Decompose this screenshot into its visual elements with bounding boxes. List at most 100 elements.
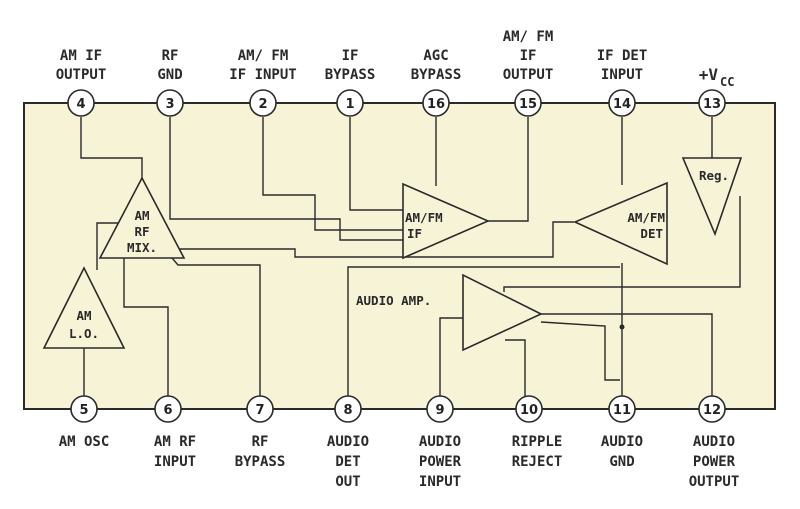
rf-mix-line3: MIX. <box>127 240 157 255</box>
svg-text:5: 5 <box>79 403 88 418</box>
reg-label: Reg. <box>699 168 729 183</box>
pin-8-label-2: DET <box>335 454 360 470</box>
wire-det-agc <box>170 221 574 258</box>
pin-16-label-2: BYPASS <box>411 67 462 83</box>
pin-1-label-1: IF <box>342 48 359 64</box>
wire-reg-amp <box>503 196 741 292</box>
pin-3: 3 RF GND <box>156 48 184 117</box>
pin-7: 7 RF BYPASS <box>235 395 286 470</box>
top-pins: 4 AM IF OUTPUT 3 RF GND 2 AM/ FM IF INPU… <box>56 29 734 117</box>
pin-7-label-2: BYPASS <box>235 454 286 470</box>
pin-9-label-3: INPUT <box>419 474 461 490</box>
rf-mix-line1: AM <box>134 208 149 223</box>
block-audio-amp: AUDIO AMP. <box>356 273 543 352</box>
lo-line2: L.O. <box>69 326 99 341</box>
pin-3-label-1: RF <box>162 48 179 64</box>
pin-11-label-1: AUDIO <box>601 434 643 450</box>
pin-6-label-1: AM RF <box>154 434 196 450</box>
wire-pin10 <box>505 339 526 409</box>
pin-14-label-1: IF DET <box>597 48 648 64</box>
pin-15-label-1: AM/ FM <box>503 29 554 45</box>
wire-pin3-rfgnd <box>169 117 405 241</box>
wires <box>80 117 741 409</box>
block-regulator: Reg. <box>681 157 743 237</box>
pin-9-label-1: AUDIO <box>419 434 461 450</box>
svg-text:9: 9 <box>435 403 444 418</box>
pin-14-label-2: INPUT <box>601 67 643 83</box>
wire-amp-fb <box>540 321 620 381</box>
svg-text:2: 2 <box>258 97 267 112</box>
wire-det-pin8 <box>347 266 620 409</box>
svg-text:1: 1 <box>345 97 354 112</box>
pin-8-label-3: OUT <box>335 474 360 490</box>
pin-4-label-1: AM IF <box>60 48 102 64</box>
pin-11-label-2: GND <box>609 454 634 470</box>
pin-4: 4 AM IF OUTPUT <box>56 48 107 117</box>
pin-13: 13 +V CC <box>698 65 734 117</box>
pin-9-label-2: POWER <box>419 454 462 470</box>
wire-pin4-rfmix <box>80 117 143 178</box>
pin-5-label-1: AM OSC <box>59 434 110 450</box>
block-if-amp: AM/FM IF <box>402 182 491 260</box>
pin-12: 12 AUDIO POWER OUTPUT <box>689 395 740 490</box>
pin-5: 5 AM OSC <box>59 395 110 450</box>
if-amp-line1: AM/FM <box>405 210 443 225</box>
pin-3-label-2: GND <box>157 67 182 83</box>
pin-2-label-2: IF INPUT <box>229 67 296 83</box>
pin-15-label-3: OUTPUT <box>503 67 554 83</box>
svg-text:12: 12 <box>703 403 721 418</box>
if-amp-line2: IF <box>407 226 422 241</box>
wire-pin1-ifbypass <box>349 117 405 211</box>
wire-amp-pin12 <box>541 313 713 409</box>
block-det: AM/FM DET <box>573 181 668 266</box>
svg-text:11: 11 <box>613 403 631 418</box>
pin-4-label-2: OUTPUT <box>56 67 107 83</box>
rf-mix-line2: RF <box>134 224 149 239</box>
wire-mix-pin7 <box>171 257 261 409</box>
svg-text:13: 13 <box>703 97 721 112</box>
svg-text:8: 8 <box>343 403 352 418</box>
pin-6: 6 AM RF INPUT <box>154 395 196 470</box>
wire-mix-lo <box>96 222 118 270</box>
pin-2: 2 AM/ FM IF INPUT <box>229 48 297 117</box>
pin-12-label-3: OUTPUT <box>689 474 740 490</box>
audio-amp-label: AUDIO AMP. <box>356 293 431 308</box>
svg-text:10: 10 <box>520 403 538 418</box>
pin-10-label-1: RIPPLE <box>512 434 563 450</box>
pin-12-label-1: AUDIO <box>693 434 735 450</box>
pin-14: 14 IF DET INPUT <box>597 48 648 117</box>
pin-15: 15 AM/ FM IF OUTPUT <box>503 29 554 117</box>
pin-10: 10 RIPPLE REJECT <box>512 395 563 470</box>
svg-text:15: 15 <box>519 97 537 112</box>
svg-text:14: 14 <box>613 97 631 112</box>
det-line1: AM/FM <box>627 210 665 225</box>
pin-12-label-2: POWER <box>693 454 736 470</box>
pin-9: 9 AUDIO POWER INPUT <box>419 395 462 490</box>
det-line2: DET <box>640 226 663 241</box>
pin-13-label-2: CC <box>720 75 734 89</box>
pin-6-label-2: INPUT <box>154 454 196 470</box>
block-am-lo: AM L.O. <box>42 266 126 349</box>
svg-text:16: 16 <box>427 97 445 112</box>
pin-2-label-1: AM/ FM <box>238 48 289 64</box>
pin-11: 11 AUDIO GND <box>601 395 643 470</box>
svg-text:6: 6 <box>163 403 172 418</box>
pin-10-label-2: REJECT <box>512 454 563 470</box>
svg-text:3: 3 <box>165 97 174 112</box>
junction-dot <box>619 324 625 330</box>
svg-text:4: 4 <box>76 97 85 112</box>
svg-text:7: 7 <box>255 403 264 418</box>
bottom-pins: 5 AM OSC 6 AM RF INPUT 7 RF BYPASS 8 AUD… <box>59 395 740 490</box>
pin-16-label-1: AGC <box>423 48 448 64</box>
pin-16: 16 AGC BYPASS <box>411 48 462 117</box>
pin-1: 1 IF BYPASS <box>325 48 376 117</box>
wire-pin9 <box>439 317 463 409</box>
pin-13-label-1: +V <box>699 65 719 84</box>
lo-line1: AM <box>76 308 91 323</box>
pin-15-label-2: IF <box>520 48 537 64</box>
pin-1-label-2: BYPASS <box>325 67 376 83</box>
pin-7-label-1: RF <box>252 434 269 450</box>
wire-if-output <box>488 117 529 222</box>
wire-mix-pin6 <box>123 258 169 409</box>
